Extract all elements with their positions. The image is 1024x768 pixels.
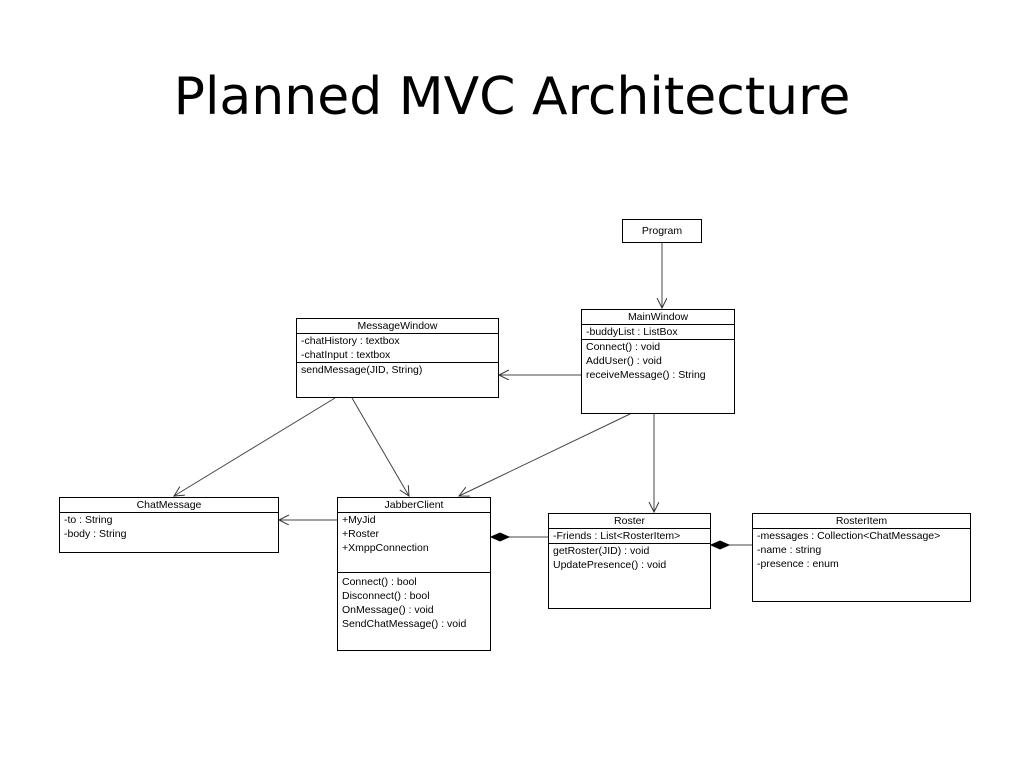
class-jabberclient-name: JabberClient xyxy=(338,498,490,513)
class-chatmessage-name: ChatMessage xyxy=(60,498,278,513)
class-rosteritem-name: RosterItem xyxy=(753,514,970,529)
class-rosteritem-attributes: -messages : Collection<ChatMessage> -nam… xyxy=(753,529,970,571)
class-jabberclient-attributes: +MyJid +Roster +XmppConnection xyxy=(338,513,490,573)
attribute: +MyJid xyxy=(342,514,376,526)
attribute: -Friends : List<RosterItem> xyxy=(553,530,681,542)
class-messagewindow-name: MessageWindow xyxy=(297,319,498,334)
class-rosteritem: RosterItem -messages : Collection<ChatMe… xyxy=(752,513,971,602)
attribute: -to : String xyxy=(64,514,113,526)
attribute: -chatInput : textbox xyxy=(301,349,391,361)
class-jabberclient-methods: Connect() : bool Disconnect() : bool OnM… xyxy=(338,573,490,631)
attribute: -buddyList : ListBox xyxy=(586,326,678,338)
class-mainwindow-name: MainWindow xyxy=(582,310,734,325)
method: Disconnect() : bool xyxy=(342,590,430,602)
attribute: -presence : enum xyxy=(757,558,839,570)
method: UpdatePresence() : void xyxy=(553,559,667,571)
association-messagewindow-jabberclient xyxy=(351,397,409,496)
method: receiveMessage() : String xyxy=(586,369,706,381)
class-roster-attributes: -Friends : List<RosterItem> xyxy=(549,529,710,544)
association-messagewindow-chatmessage xyxy=(174,397,336,496)
composition-diamond-roster xyxy=(709,540,731,550)
attribute: +XmppConnection xyxy=(342,542,429,554)
class-messagewindow-attributes: -chatHistory : textbox -chatInput : text… xyxy=(297,334,498,363)
composition-diamond-jabberclient xyxy=(489,532,511,542)
method: Connect() : bool xyxy=(342,576,417,588)
slide-title: Planned MVC Architecture xyxy=(173,67,851,127)
attribute: -body : String xyxy=(64,528,127,540)
association-mainwindow-jabberclient xyxy=(459,413,631,496)
class-chatmessage-attributes: -to : String -body : String xyxy=(60,513,278,541)
attribute: -name : string xyxy=(757,544,822,556)
class-mainwindow: MainWindow -buddyList : ListBox Connect(… xyxy=(581,309,735,414)
class-roster-methods: getRoster(JID) : void UpdatePresence() :… xyxy=(549,544,710,572)
class-program-name: Program xyxy=(641,225,683,237)
class-mainwindow-methods: Connect() : void AddUser() : void receiv… xyxy=(582,340,734,382)
attribute: +Roster xyxy=(342,528,380,540)
method: Connect() : void xyxy=(586,341,661,353)
attribute: -messages : Collection<ChatMessage> xyxy=(757,530,941,542)
method: getRoster(JID) : void xyxy=(553,545,650,557)
class-messagewindow-methods: sendMessage(JID, String) xyxy=(297,363,498,377)
method: OnMessage() : void xyxy=(342,604,434,616)
attribute: -chatHistory : textbox xyxy=(301,335,400,347)
class-roster-name: Roster xyxy=(549,514,710,529)
class-chatmessage: ChatMessage -to : String -body : String xyxy=(59,497,279,553)
method: SendChatMessage() : void xyxy=(342,618,467,630)
class-program: Program xyxy=(622,219,702,243)
class-mainwindow-attributes: -buddyList : ListBox xyxy=(582,325,734,340)
class-messagewindow: MessageWindow -chatHistory : textbox -ch… xyxy=(296,318,499,398)
class-roster: Roster -Friends : List<RosterItem> getRo… xyxy=(548,513,711,609)
method: sendMessage(JID, String) xyxy=(301,364,423,376)
method: AddUser() : void xyxy=(586,355,662,367)
class-jabberclient: JabberClient +MyJid +Roster +XmppConnect… xyxy=(337,497,491,651)
